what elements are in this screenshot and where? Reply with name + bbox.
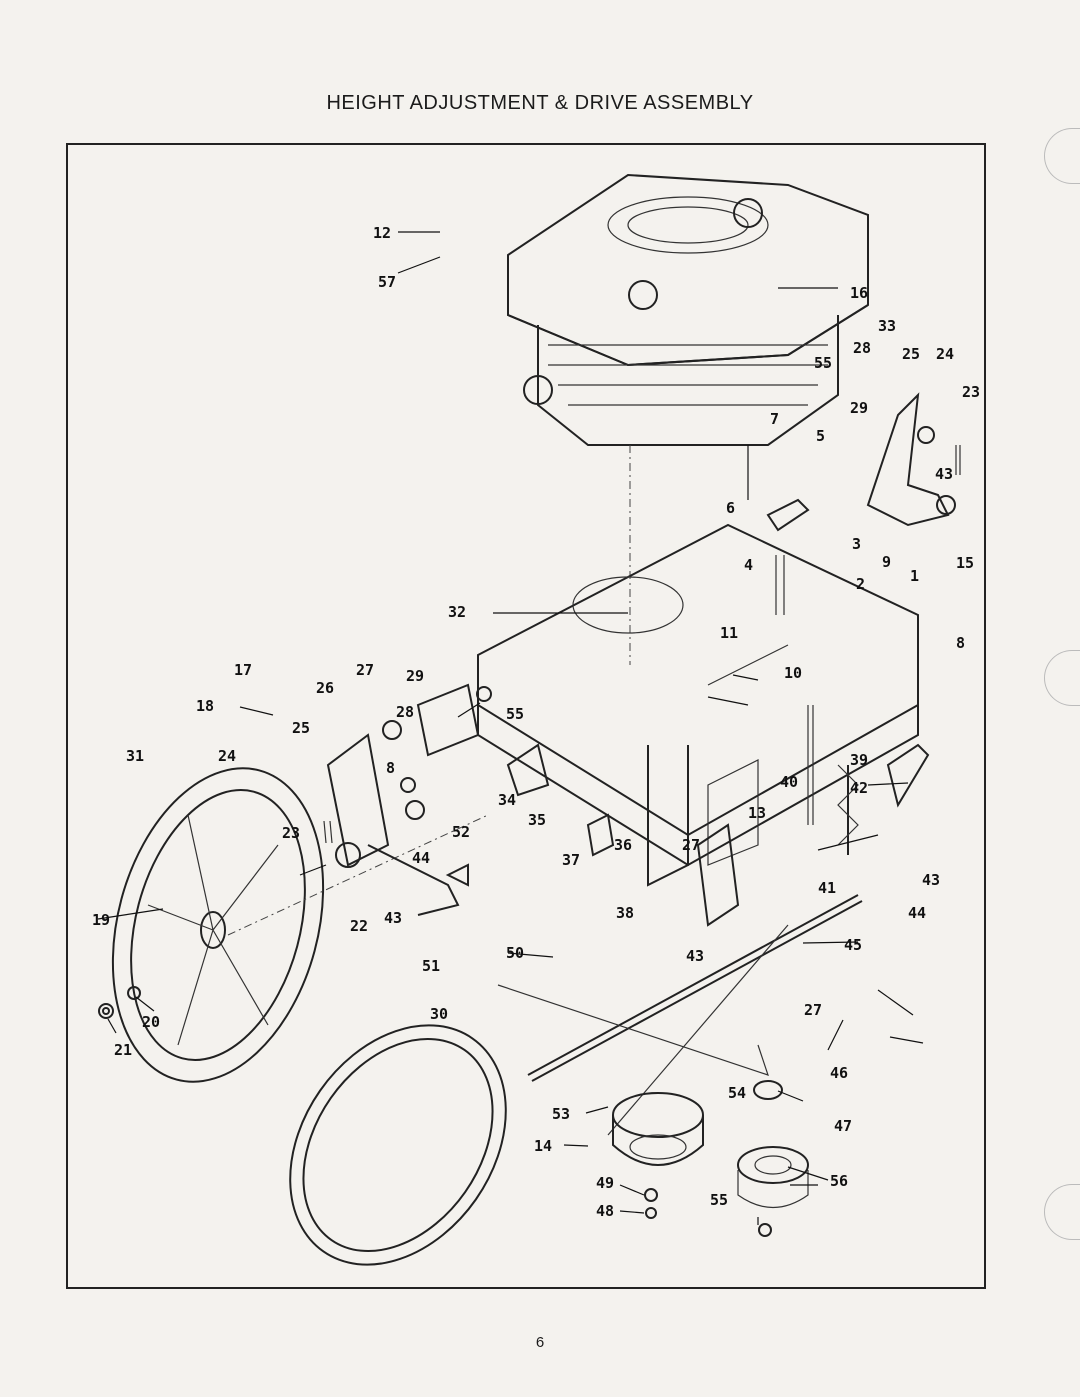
callout-43b: 43	[922, 871, 940, 889]
callout-36: 36	[614, 836, 632, 854]
page-title: HEIGHT ADJUSTMENT & DRIVE ASSEMBLY	[326, 92, 754, 114]
engine-drawing	[507, 173, 869, 665]
callout-34: 34	[498, 791, 516, 809]
callout-38: 38	[616, 904, 634, 922]
callout-53: 53	[552, 1105, 570, 1123]
callout-50: 50	[506, 944, 524, 962]
callout-55: 55	[814, 354, 832, 372]
callout-13: 13	[748, 804, 766, 822]
callout-35: 35	[528, 811, 546, 829]
left-adjuster-drawing	[323, 683, 615, 916]
callout-2: 2	[856, 575, 865, 593]
binder-hole-top	[1044, 128, 1080, 184]
callout-19: 19	[92, 911, 110, 929]
callout-27c: 27	[804, 1001, 822, 1019]
callout-28: 28	[853, 339, 871, 357]
tire-drawing	[289, 1024, 507, 1266]
callout-27: 27	[356, 661, 374, 679]
binder-hole-middle	[1044, 650, 1080, 706]
callout-8: 8	[956, 634, 965, 652]
deck-drawing	[477, 523, 919, 887]
callout-55b: 55	[506, 705, 524, 723]
callout-22: 22	[350, 917, 368, 935]
wheel-drawing	[98, 767, 489, 1083]
callout-9: 9	[882, 553, 891, 571]
callout-29: 29	[850, 399, 868, 417]
callout-8b: 8	[386, 759, 395, 777]
callout-44: 44	[412, 849, 430, 867]
callout-labels: 12 57 16 33 28 25 24 55 23 29 7 5 43 6 3…	[92, 224, 980, 1220]
callout-43d: 43	[686, 947, 704, 965]
callout-1: 1	[910, 567, 919, 585]
binder-hole-bottom	[1044, 1184, 1080, 1240]
callout-33: 33	[878, 317, 896, 335]
callout-31: 31	[126, 747, 144, 765]
callout-16: 16	[850, 284, 868, 302]
pulley-drawing	[612, 1080, 809, 1237]
callout-24b: 24	[218, 747, 236, 765]
callout-15: 15	[956, 554, 974, 572]
callout-5: 5	[816, 427, 825, 445]
callout-42: 42	[850, 779, 868, 797]
callout-57: 57	[378, 273, 396, 291]
callout-14: 14	[534, 1137, 552, 1155]
callout-17: 17	[234, 661, 252, 679]
callout-6: 6	[726, 499, 735, 517]
callout-43: 43	[935, 465, 953, 483]
callout-23b: 23	[282, 824, 300, 842]
callout-49: 49	[596, 1174, 614, 1192]
callout-39: 39	[850, 751, 868, 769]
page-number: 6	[535, 1334, 545, 1351]
callout-21: 21	[114, 1041, 132, 1059]
callout-43c: 43	[384, 909, 402, 927]
callout-51: 51	[422, 957, 440, 975]
callout-44b: 44	[908, 904, 926, 922]
callout-23: 23	[962, 383, 980, 401]
callout-29b: 29	[406, 667, 424, 685]
callout-40: 40	[780, 773, 798, 791]
callout-20: 20	[142, 1013, 160, 1031]
callout-54: 54	[728, 1084, 746, 1102]
callout-25: 25	[902, 345, 920, 363]
callout-3: 3	[852, 535, 861, 553]
callout-47: 47	[834, 1117, 852, 1135]
callout-7: 7	[770, 410, 779, 428]
callout-37: 37	[562, 851, 580, 869]
axle-drawing	[497, 823, 863, 1136]
callout-46: 46	[830, 1064, 848, 1082]
callout-11: 11	[720, 624, 738, 642]
callout-27b: 27	[682, 836, 700, 854]
callout-30: 30	[430, 1005, 448, 1023]
callout-26: 26	[316, 679, 334, 697]
callout-48: 48	[596, 1202, 614, 1220]
callout-28b: 28	[396, 703, 414, 721]
callout-10: 10	[784, 664, 802, 682]
callout-25b: 25	[292, 719, 310, 737]
callout-24: 24	[936, 345, 954, 363]
leader-lines	[97, 231, 924, 1225]
right-adjuster-drawing	[766, 392, 961, 855]
callout-41: 41	[818, 879, 836, 897]
callout-4: 4	[744, 556, 753, 574]
exploded-parts-diagram: 12 57 16 33 28 25 24 55 23 29 7 5 43 6 3…	[92, 173, 980, 1266]
callout-45: 45	[844, 936, 862, 954]
callout-52: 52	[452, 823, 470, 841]
callout-18: 18	[196, 697, 214, 715]
callout-56: 56	[830, 1172, 848, 1190]
callout-12: 12	[373, 224, 391, 242]
callout-32: 32	[448, 603, 466, 621]
diagram-frame: 12 57 16 33 28 25 24 55 23 29 7 5 43 6 3…	[66, 143, 986, 1289]
callout-55c: 55	[710, 1191, 728, 1209]
